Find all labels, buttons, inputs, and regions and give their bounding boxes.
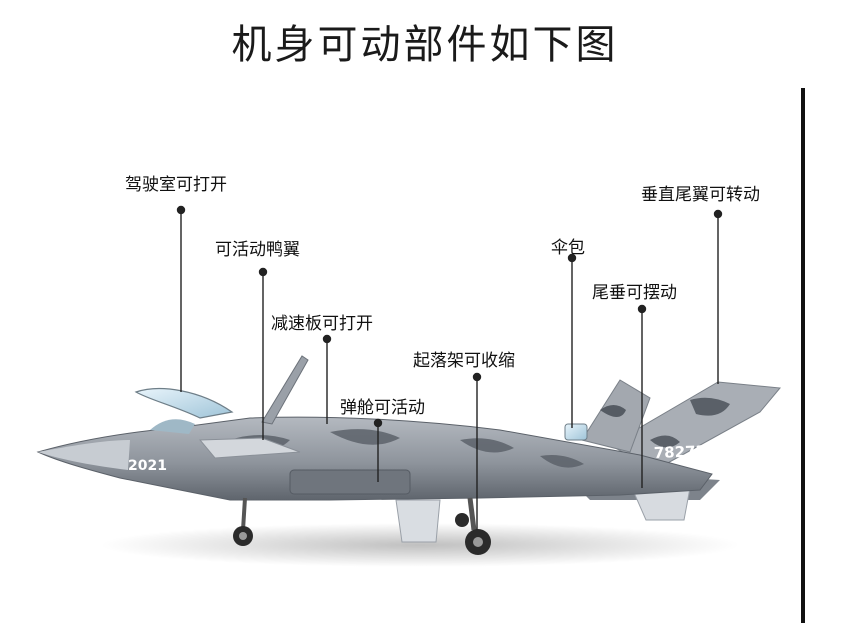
nose-number: 2021 (128, 458, 167, 474)
callout-weapons-bay: 弹舱可活动 (340, 398, 425, 418)
weapons-bay-door (289, 469, 411, 495)
tail-number: 78272 (654, 442, 707, 462)
callout-speed-brake: 减速板可打开 (271, 314, 373, 334)
right-divider (801, 88, 805, 623)
main-gear (455, 497, 491, 555)
callout-vertical-tail: 垂直尾翼可转动 (641, 185, 760, 205)
fuselage-camo (230, 429, 584, 468)
leader-cockpit (176, 205, 186, 392)
leader-weapons-bay (373, 418, 383, 482)
nose-cone (38, 440, 130, 470)
canopy (134, 388, 234, 419)
leader-speed-brake (322, 334, 332, 424)
callout-chute: 伞包 (551, 238, 585, 258)
leader-chute (567, 253, 577, 428)
speed-brake (261, 355, 309, 425)
cockpit-seat (150, 419, 195, 434)
ground-shadow (100, 523, 740, 567)
vertical-tail-left-camo (600, 405, 626, 417)
canard (198, 437, 301, 459)
callout-tail-swing: 尾垂可摆动 (592, 283, 677, 303)
callout-landing-gear: 起落架可收缩 (413, 351, 515, 371)
nose-gear (233, 497, 253, 546)
vertical-tail-camo (650, 397, 730, 448)
weapons-bay-flap (395, 499, 441, 543)
page-title: 机身可动部件如下图 (231, 22, 619, 68)
callout-cockpit: 驾驶室可打开 (125, 175, 227, 195)
callout-canard: 可活动鸭翼 (215, 240, 300, 260)
leader-tail-swing (637, 304, 647, 488)
leader-vertical-tail (713, 209, 723, 384)
leader-landing-gear (472, 372, 482, 530)
fuselage (36, 416, 713, 501)
chute-pack (564, 423, 588, 441)
leader-canard (258, 267, 268, 440)
